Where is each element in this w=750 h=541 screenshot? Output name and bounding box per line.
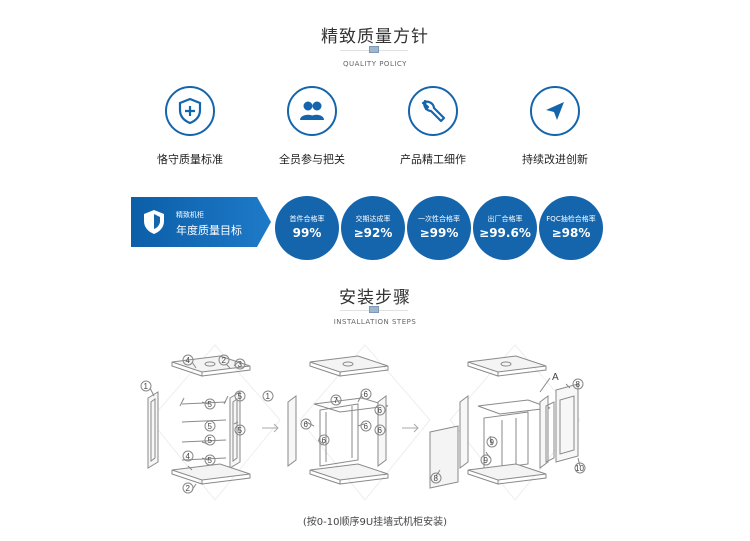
policy-label: 持续改进创新 — [522, 153, 588, 166]
stat-circle: 交期达成率 ≥92% — [341, 196, 405, 260]
callout-label: 6 — [364, 422, 369, 431]
banner-shape — [131, 197, 271, 247]
policy-item: 产品精工细作 — [393, 86, 473, 167]
policy-item: 全员参与把关 — [272, 86, 352, 167]
policy-item: 恪守质量标准 — [150, 86, 230, 167]
paper-plane-icon — [546, 102, 564, 120]
stat-value: ≥92% — [353, 226, 393, 240]
policy-icon-ring — [408, 86, 458, 136]
policy-icon-ring — [530, 86, 580, 136]
callout-label: 7 — [334, 396, 339, 405]
banner-heading: 年度质量目标 — [176, 224, 242, 237]
callout-label: 6 — [322, 436, 327, 445]
part-callouts: 1 4 2 3 5 5 1 5 5 5 5 4 2 7 6 6 6 6 6 6 … — [140, 354, 586, 494]
stat-label: 首件合格率 — [289, 215, 325, 223]
stat-value: ≥99% — [419, 226, 459, 240]
callout-label: 5 — [208, 422, 213, 431]
stat-label: 交期达成率 — [355, 215, 391, 223]
policy-label: 产品精工细作 — [400, 153, 466, 166]
callout-label: 8 — [434, 474, 439, 483]
callout-label: 8 — [576, 380, 581, 389]
stat-value: ≥99.6% — [479, 226, 531, 240]
callout-label: 3 — [238, 360, 243, 369]
callout-label: 5 — [208, 400, 213, 409]
callout-label: 4 — [186, 452, 191, 461]
policy-label: 恪守质量标准 — [157, 153, 223, 166]
callout-label: 5 — [238, 392, 243, 401]
callout-label: 5 — [208, 456, 213, 465]
callout-label: 6 — [364, 390, 369, 399]
callout-label: 1 — [144, 382, 149, 391]
callout-label: 6 — [378, 406, 383, 415]
banner-brand: 精致机柜 — [176, 211, 204, 219]
callout-label: 5 — [238, 426, 243, 435]
quality-subtitle: QUALITY POLICY — [343, 60, 407, 68]
stat-circle: 一次性合格率 ≥99% — [407, 196, 471, 260]
callout-label: 6 — [304, 420, 309, 429]
callout-label: 6 — [378, 426, 383, 435]
shield-plus-icon — [178, 97, 202, 125]
install-caption: (按0-10顺序9U挂墙式机柜安装) — [302, 517, 448, 528]
callout-label: 5 — [208, 436, 213, 445]
stat-value: ≥98% — [551, 226, 591, 240]
policy-icon-ring — [287, 86, 337, 136]
wrench-icon — [421, 99, 446, 123]
callout-label: 4 — [186, 356, 191, 365]
stat-circle: 出厂合格率 ≥99.6% — [473, 196, 537, 260]
callout-label: 10 — [575, 464, 584, 473]
stat-label: 出厂合格率 — [487, 215, 523, 223]
section-mark-icon — [369, 46, 379, 53]
policy-item: 持续改进创新 — [515, 86, 595, 167]
stat-value: 99% — [292, 226, 322, 240]
callout-label: 9 — [490, 438, 495, 447]
install-subtitle: INSTALLATION STEPS — [333, 318, 417, 326]
install-title: 安装步骤 — [339, 288, 411, 308]
callout-label: 2 — [222, 356, 227, 365]
policy-label: 全员参与把关 — [279, 153, 345, 166]
shield-icon — [144, 210, 164, 234]
stat-circle: 首件合格率 99% — [275, 196, 339, 260]
annual-target-banner: 精致机柜 年度质量目标 — [131, 197, 271, 247]
callout-label: 1 — [266, 392, 271, 401]
stat-label: FQC抽检合格率 — [546, 215, 596, 223]
stat-label: 一次性合格率 — [418, 215, 460, 223]
callout-label: 9 — [484, 456, 489, 465]
callout-label: 2 — [186, 484, 191, 493]
people-icon — [300, 101, 324, 120]
policy-icon-ring — [165, 86, 215, 136]
callout-label: A — [552, 372, 559, 383]
section-mark-icon — [369, 306, 379, 313]
installation-diagram: 1 4 2 3 5 5 1 5 5 5 5 4 2 7 6 6 6 6 6 6 … — [140, 344, 586, 501]
stat-circle: FQC抽检合格率 ≥98% — [539, 196, 603, 260]
quality-title: 精致质量方针 — [321, 27, 429, 47]
